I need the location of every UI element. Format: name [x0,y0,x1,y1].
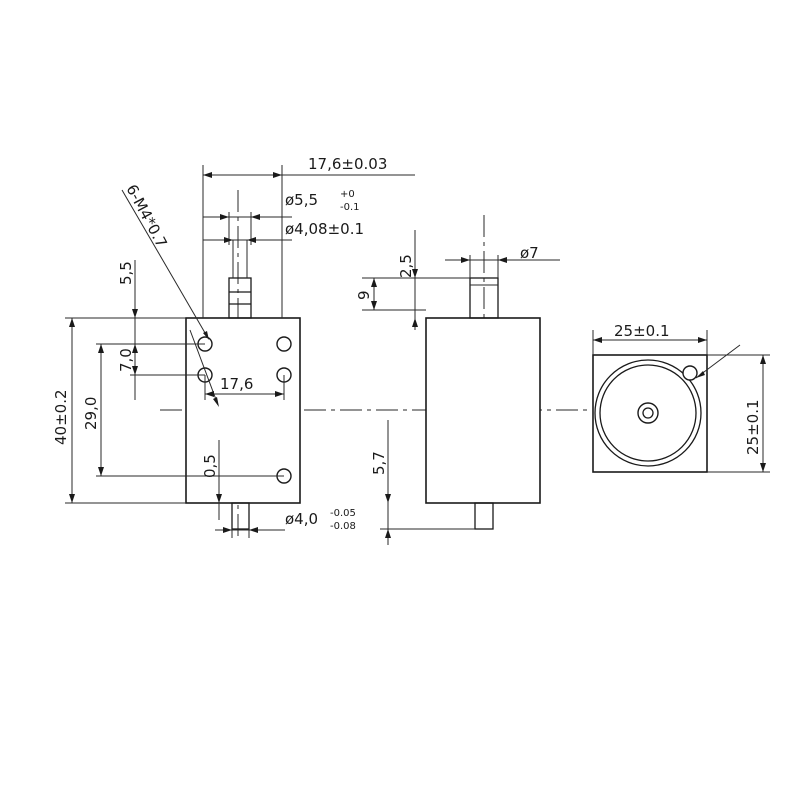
side-top-length-label: 9 [355,290,373,300]
shaft-diameter-label: ø5,5 [285,191,318,209]
side-shaft-length-label: 2,5 [397,254,415,278]
end-inner-circle [599,364,697,462]
bottom-shaft-tol-lower: -0.08 [330,521,356,532]
side-bottom-length-label: 5,7 [370,451,388,475]
hole-span-label: 29,0 [82,397,100,430]
end-width-label: 25±0.1 [614,322,670,340]
mounting-hole [276,336,292,352]
end-height-label: 25±0.1 [744,399,762,455]
height-label: 40±0.2 [52,389,70,445]
end-tapped-hole [682,365,698,381]
shaft-diameter-tol-upper: +0 [340,189,355,200]
front-top-shaft [228,277,252,319]
top-width-label: 17,6±0.03 [308,155,387,173]
bottom-shaft-diameter-label: ø4,0 [285,510,318,528]
side-top-shaft [469,277,499,319]
front-view [160,190,590,540]
end-shaft-circle [637,402,659,424]
bottom-shaft-tol-upper: -0.05 [330,508,356,519]
side-shaft-diameter-label: ø7 [520,244,539,262]
thread-callout-label: 6-M4*0.7 [122,181,170,250]
top-offset-label: 5,5 [117,261,135,285]
side-view [425,215,541,530]
end-shaft-core [642,407,654,419]
bottom-offset-label: 0,5 [201,454,219,478]
end-view-dimensions: 25±0.1 25±0.1 [592,322,770,473]
side-body [425,317,541,504]
shaft-diameter-tol-lower: -0.1 [340,202,360,213]
side-bottom-shaft [474,502,494,530]
hole-vertical-spacing-label: 7,0 [117,348,135,372]
front-bottom-shaft [231,502,250,530]
end-outer-circle [594,359,702,467]
hole-horizontal-spacing-label: 17,6 [220,375,253,393]
side-view-dimensions: 2,5 ø7 9 5,7 [355,230,560,545]
end-view [592,344,741,473]
shaft-neck-diameter-label: ø4,08±0.1 [285,220,364,238]
